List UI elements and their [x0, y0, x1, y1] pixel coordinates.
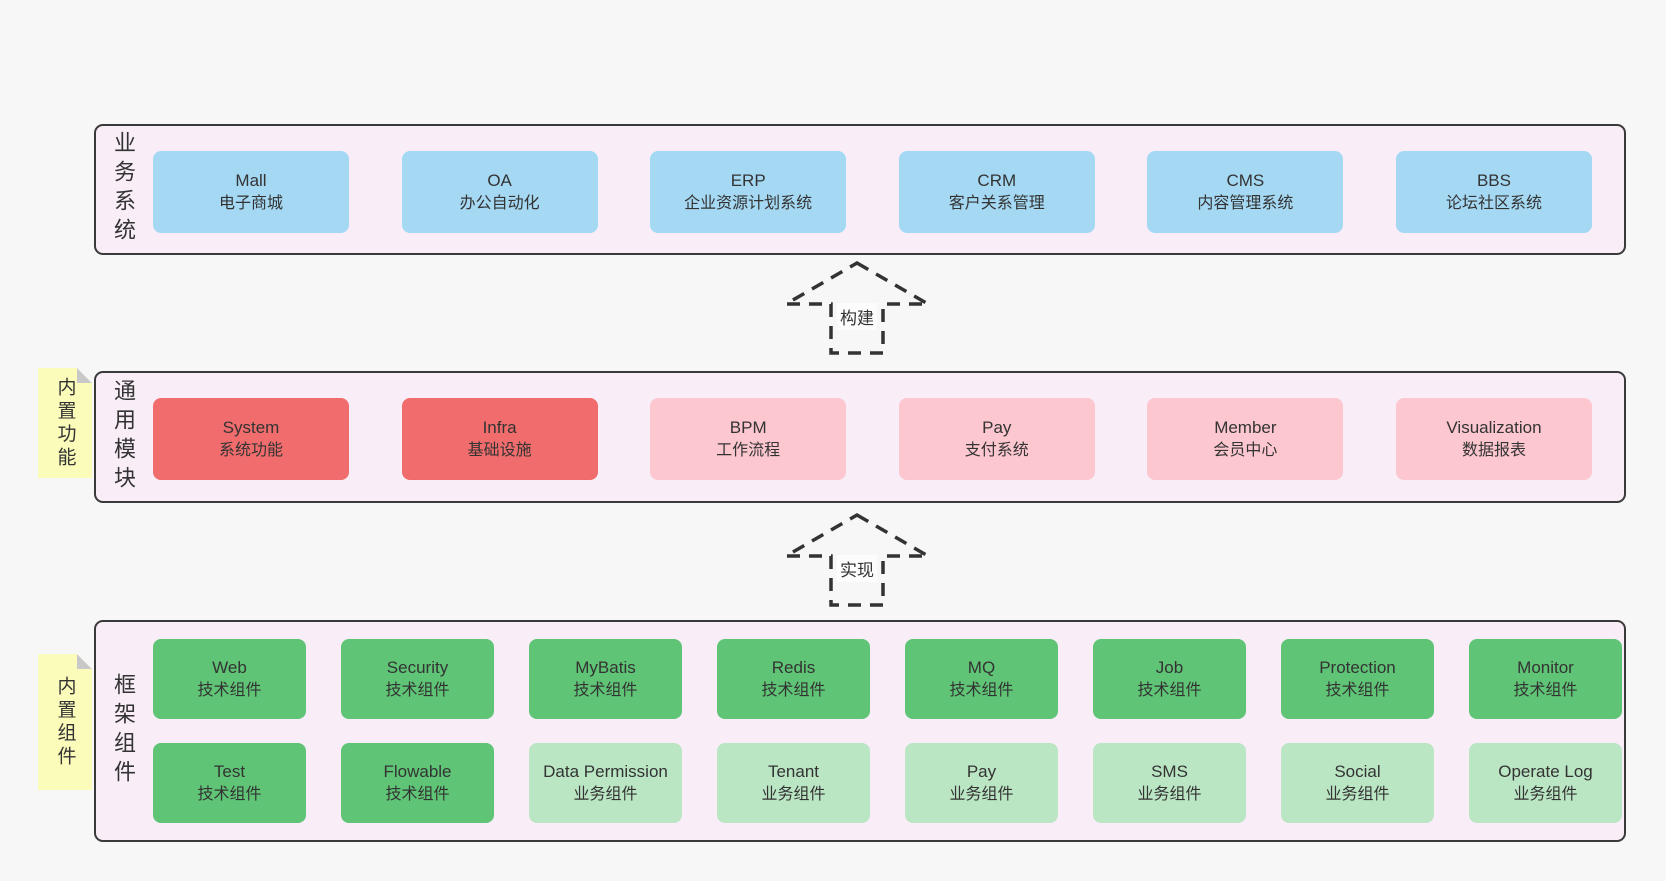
section-business-systems: 业务系统 Mall 电子商城 OA 办公自动化 ERP 企业资源计划系统 CRM… [94, 124, 1626, 255]
folded-corner-icon [77, 654, 92, 669]
note-label: 内置组件 [54, 675, 76, 769]
box-bbs: BBS 论坛社区系统 [1395, 151, 1592, 233]
box-oa: OA 办公自动化 [401, 151, 598, 233]
box-monitor: Monitor 技术组件 [1469, 639, 1622, 719]
box-pay: Pay 支付系统 [898, 398, 1095, 480]
box-bpm: BPM 工作流程 [650, 398, 847, 480]
arrow-up-icon [782, 260, 932, 355]
box-security: Security 技术组件 [341, 639, 494, 719]
section-title-modules: 通用模块 [111, 378, 136, 496]
box-visualization: Visualization 数据报表 [1395, 398, 1592, 480]
box-member: Member 会员中心 [1147, 398, 1344, 480]
box-mybatis: MyBatis 技术组件 [529, 639, 682, 719]
box-web: Web 技术组件 [153, 639, 306, 719]
box-tenant: Tenant 业务组件 [717, 743, 870, 823]
note-label: 内置功能 [54, 376, 76, 470]
box-erp: ERP 企业资源计划系统 [650, 151, 847, 233]
box-job: Job 技术组件 [1093, 639, 1246, 719]
box-flowable: Flowable 技术组件 [341, 743, 494, 823]
section-common-modules: 通用模块 System 系统功能 Infra 基础设施 BPM 工作流程 Pay… [94, 371, 1626, 503]
arrow-up-icon [782, 512, 932, 607]
box-data-permission: Data Permission 业务组件 [529, 743, 682, 823]
section-title-framework: 框架组件 [111, 672, 136, 790]
business-box-row: Mall 电子商城 OA 办公自动化 ERP 企业资源计划系统 CRM 客户关系… [153, 151, 1592, 233]
box-infra: Infra 基础设施 [401, 398, 598, 480]
framework-box-row-1: Web 技术组件 Security 技术组件 MyBatis 技术组件 Redi… [153, 639, 1622, 719]
box-crm: CRM 客户关系管理 [898, 151, 1095, 233]
build-arrow: 构建 [782, 259, 932, 357]
box-mall: Mall 电子商城 [153, 151, 349, 233]
build-arrow-label: 构建 [837, 303, 877, 330]
box-social: Social 业务组件 [1281, 743, 1434, 823]
box-cms: CMS 内容管理系统 [1147, 151, 1344, 233]
sticky-note-built-in-components: 内置组件 [38, 654, 92, 790]
box-sms: SMS 业务组件 [1093, 743, 1246, 823]
folded-corner-icon [77, 368, 92, 383]
box-pay-biz: Pay 业务组件 [905, 743, 1058, 823]
implement-arrow-label: 实现 [837, 555, 877, 582]
box-test: Test 技术组件 [153, 743, 306, 823]
box-system: System 系统功能 [153, 398, 349, 480]
section-framework-components: 框架组件 Web 技术组件 Security 技术组件 MyBatis 技术组件… [94, 620, 1626, 842]
box-mq: MQ 技术组件 [905, 639, 1058, 719]
framework-box-row-2: Test 技术组件 Flowable 技术组件 Data Permission … [153, 743, 1622, 823]
box-operate-log: Operate Log 业务组件 [1469, 743, 1622, 823]
box-redis: Redis 技术组件 [717, 639, 870, 719]
section-title-business: 业务系统 [111, 131, 136, 248]
box-protection: Protection 技术组件 [1281, 639, 1434, 719]
implement-arrow: 实现 [782, 511, 932, 609]
module-box-row: System 系统功能 Infra 基础设施 BPM 工作流程 Pay 支付系统… [153, 398, 1592, 480]
sticky-note-built-in-features: 内置功能 [38, 368, 92, 478]
